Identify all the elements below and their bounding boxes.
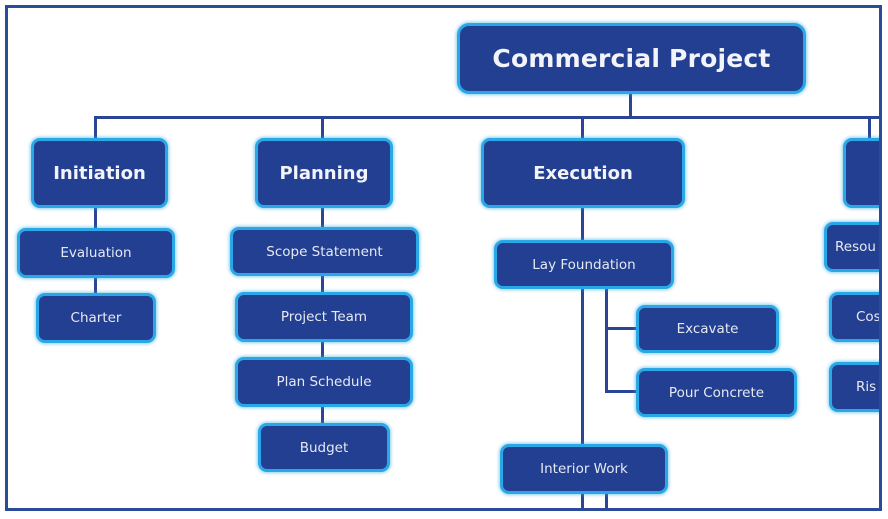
phase-label: Execution — [533, 162, 633, 184]
phase-node-initiation[interactable]: Initiation — [31, 138, 168, 208]
task-node-risk-truncated[interactable]: Ris — [829, 362, 879, 412]
task-label: Plan Schedule — [276, 374, 372, 390]
task-label: Lay Foundation — [532, 256, 636, 273]
task-node-charter[interactable]: Charter — [36, 293, 156, 343]
task-label: Project Team — [280, 309, 368, 325]
task-label: Charter — [70, 310, 122, 326]
task-node-project-team[interactable]: Project Team — [235, 292, 413, 342]
connector-root-stem — [629, 92, 632, 118]
diagram-frame: Commercial Project Initiation Evaluation… — [5, 5, 882, 511]
task-label: Interior Work — [540, 461, 628, 477]
connector-phase-bus — [94, 116, 879, 119]
task-node-budget[interactable]: Budget — [258, 423, 390, 472]
task-label: Scope Statement — [266, 243, 383, 260]
task-label: Pour Concrete — [668, 384, 765, 401]
subtask-node-pour-concrete[interactable]: Pour Concrete — [636, 368, 797, 417]
task-node-interior-work[interactable]: Interior Work — [500, 444, 668, 494]
connector-initiation-stem — [94, 116, 97, 140]
task-node-resources-truncated[interactable]: Resou — [824, 222, 879, 272]
phase-node-truncated[interactable] — [843, 138, 879, 208]
phase-node-planning[interactable]: Planning — [255, 138, 393, 208]
task-label: Evaluation — [60, 245, 132, 261]
phase-label: Planning — [279, 162, 369, 184]
connector-execution-stem — [581, 116, 584, 140]
root-node-commercial-project[interactable]: Commercial Project — [457, 23, 806, 94]
task-label: Budget — [299, 439, 349, 456]
connector-excavate — [605, 327, 638, 330]
task-label: Excavate — [676, 321, 739, 337]
task-node-lay-foundation[interactable]: Lay Foundation — [494, 240, 674, 289]
connector-foundation-branch — [605, 286, 608, 393]
task-label: Cos — [856, 309, 881, 325]
task-node-evaluation[interactable]: Evaluation — [17, 228, 175, 278]
connector-execution-main — [581, 205, 584, 508]
task-node-scope-statement[interactable]: Scope Statement — [230, 227, 419, 276]
wbs-diagram: Commercial Project Initiation Evaluation… — [8, 8, 881, 508]
connector-phase4-stem — [868, 116, 871, 140]
task-label: Resou — [835, 239, 876, 255]
connector-interior-branch — [605, 491, 608, 508]
task-node-plan-schedule[interactable]: Plan Schedule — [235, 357, 413, 407]
root-label: Commercial Project — [492, 44, 771, 73]
task-label: Ris — [856, 379, 877, 395]
phase-node-execution[interactable]: Execution — [481, 138, 685, 208]
connector-planning-stem — [321, 116, 324, 140]
connector-pour-concrete — [605, 390, 638, 393]
phase-label: Initiation — [53, 162, 146, 184]
task-node-cost-truncated[interactable]: Cos — [829, 292, 881, 342]
subtask-node-excavate[interactable]: Excavate — [636, 305, 779, 353]
